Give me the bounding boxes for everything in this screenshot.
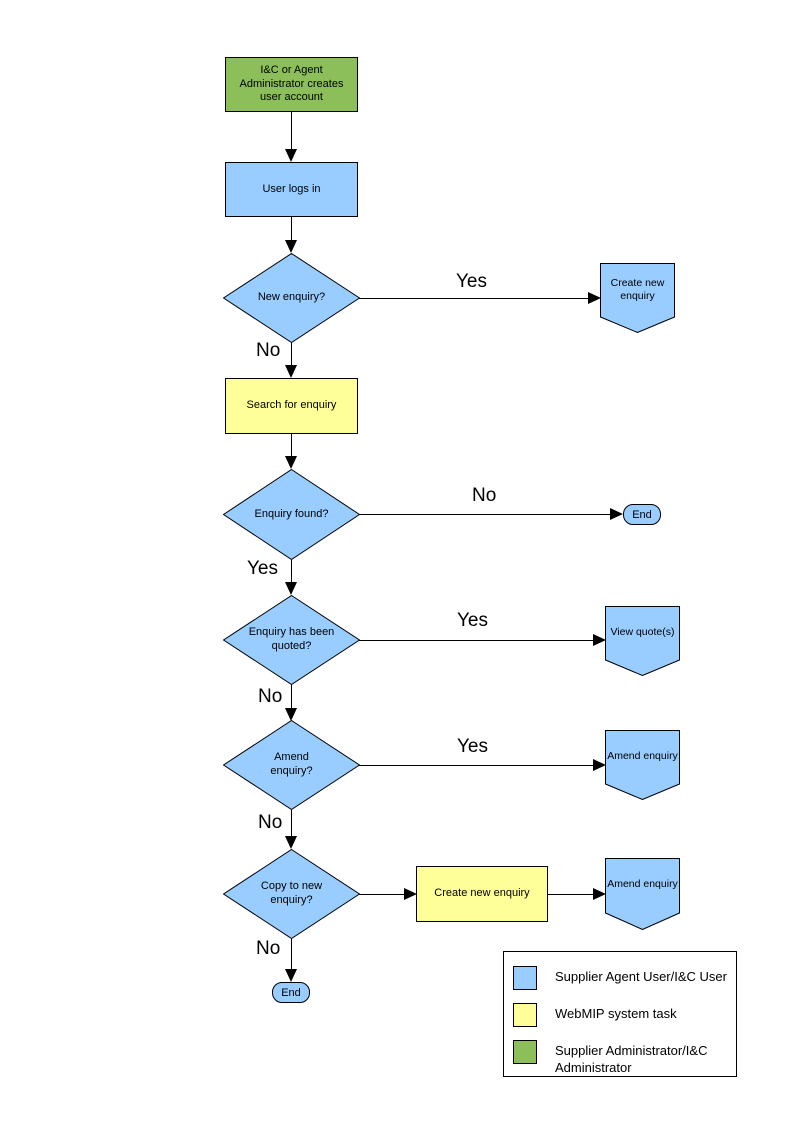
node-label: End [281,986,301,999]
diamond-shape [223,253,360,343]
arrowhead-down-icon [285,240,297,253]
diamond-shape [223,720,360,810]
edge-label-no: No [256,340,281,361]
edge-label-yes: Yes [457,736,488,757]
node-label: Amend enquiry [607,878,678,891]
node-label: Copy to new enquiry? [260,880,323,906]
node-label: Amend enquiry [607,750,678,763]
legend-label: WebMIP system task [555,1006,677,1021]
edge-label-yes: Yes [456,271,487,292]
edge-label-no: No [256,938,281,959]
arrow-copy-to-create [359,894,404,895]
arrow-found-yes [291,560,292,584]
legend-box: Supplier Agent User/I&C User WebMIP syst… [503,951,737,1077]
arrow-login-to-newenquiry [291,217,292,241]
legend-swatch-green [513,1040,537,1064]
diamond-shape [223,595,360,685]
node-label: Create new enquiry [434,887,530,900]
diamond-shape [223,469,360,560]
node-label: User logs in [262,182,321,195]
terminator-end-bottom: End [272,982,310,1003]
node-label: Enquiry has been quoted? [248,626,335,652]
arrowhead-right-icon [593,634,606,646]
arrowhead-down-icon [285,836,297,849]
arrowhead-down-icon [285,456,297,469]
arrow-search-to-found [291,434,292,457]
node-label: End [632,508,652,521]
arrowhead-down-icon [285,708,297,721]
node-search-for-enquiry: Search for enquiry [225,378,358,434]
node-label: I&C or Agent Administrator creates user … [239,63,344,104]
arrowhead-right-icon [593,759,606,771]
legend-item-supplier-administrator: Supplier Administrator/I&C Administrator [513,1040,733,1077]
arrowhead-down-icon [285,149,297,162]
legend-swatch-yellow [513,1003,537,1027]
terminator-end-right: End [623,504,661,525]
edge-label-no: No [258,686,283,707]
arrow-copy-no [291,939,292,970]
node-label: Create new enquiry [610,276,665,302]
decision-enquiry-found: Enquiry found? [223,469,360,560]
arrowhead-right-icon [610,508,623,520]
decision-copy-to-new-enquiry: Copy to new enquiry? [223,849,360,939]
node-create-new-enquiry-mid: Create new enquiry [416,866,548,922]
pentagon-shape [605,606,680,676]
edge-label-no: No [258,812,283,833]
arrowhead-right-icon [593,888,606,900]
decision-amend-enquiry: Amend enquiry? [223,720,360,810]
node-label: Search for enquiry [246,399,337,412]
arrow-amend-yes [359,765,593,766]
decision-new-enquiry: New enquiry? [223,253,360,343]
node-user-logs-in: User logs in [225,162,358,217]
legend-label: Supplier Agent User/I&C User [555,969,727,984]
connector-amend-enquiry: Amend enquiry [605,730,680,800]
edge-label-yes: Yes [247,558,278,579]
connector-create-new-enquiry: Create new enquiry [600,263,675,333]
arrow-newenquiry-yes [359,298,588,299]
legend-label: Supplier Administrator/I&C Administrator [555,1043,708,1075]
connector-view-quotes: View quote(s) [605,606,680,676]
arrowhead-down-icon [285,969,297,982]
edge-label-no: No [472,485,497,506]
node-label: Amend enquiry? [270,751,313,777]
pentagon-shape [605,858,680,930]
legend-item-webmip-system-task: WebMIP system task [513,1003,733,1027]
arrow-create-to-amend [548,894,593,895]
arrow-quoted-yes [359,640,593,641]
node-admin-creates-account: I&C or Agent Administrator creates user … [225,57,358,112]
arrow-quoted-no [291,685,292,709]
arrow-admin-to-login [291,112,292,149]
edge-label-yes: Yes [457,610,488,631]
legend-swatch-blue [513,966,537,990]
arrowhead-down-icon [285,365,297,378]
arrowhead-down-icon [285,582,297,595]
arrow-newenquiry-no [291,343,292,367]
arrowhead-right-icon [404,888,417,900]
arrow-amend-no [291,810,292,837]
node-label: New enquiry? [257,291,326,304]
arrow-found-no [359,514,610,515]
node-label: Enquiry found? [254,507,329,520]
pentagon-shape [600,263,675,333]
legend-item-supplier-agent-user: Supplier Agent User/I&C User [513,966,733,990]
node-label: View quote(s) [610,626,675,639]
decision-enquiry-quoted: Enquiry has been quoted? [223,595,360,685]
diamond-shape [223,849,360,939]
arrowhead-right-icon [588,292,601,304]
connector-amend-enquiry-2: Amend enquiry [605,858,680,930]
pentagon-shape [605,730,680,800]
